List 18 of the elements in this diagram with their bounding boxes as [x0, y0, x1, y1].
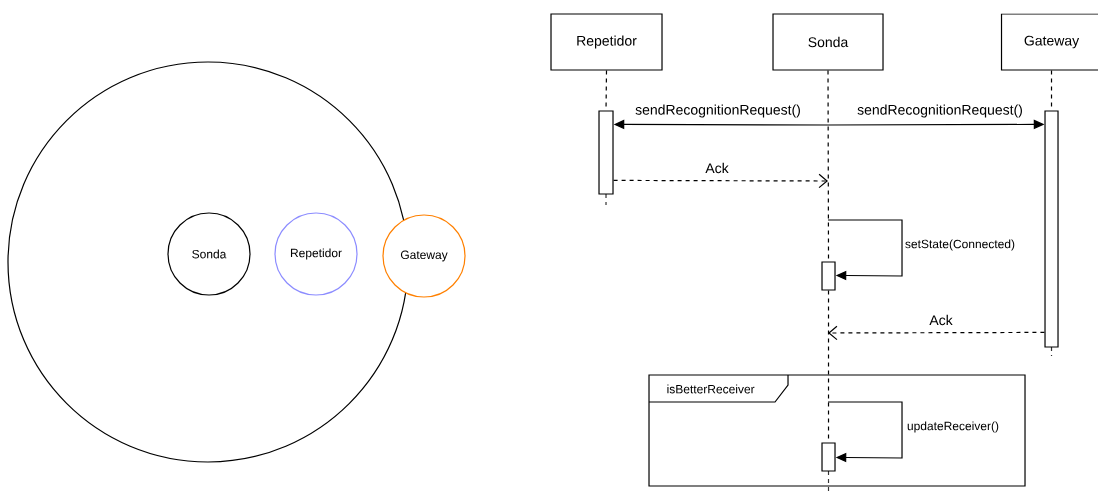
message-arrow — [828, 325, 1045, 341]
lifeline — [827, 70, 830, 262]
lifeline-header: Gateway — [1000, 13, 1098, 71]
message-label: sendRecognitionRequest() — [633, 103, 803, 119]
activation-bar — [821, 261, 836, 291]
message-label: sendRecognitionRequest() — [855, 103, 1025, 119]
activation-bar — [821, 442, 836, 472]
activation-bar — [1044, 110, 1059, 348]
message-label: Ack — [928, 313, 954, 327]
activation-bar — [598, 110, 614, 195]
message-arrow — [613, 173, 828, 189]
lifeline-header: Repetidor — [550, 13, 663, 71]
message-label: setState(Connected) — [903, 238, 1017, 252]
lifeline-header: Sonda — [772, 13, 884, 71]
message-label: Ack — [704, 161, 730, 175]
self-message-arrow — [827, 401, 903, 463]
self-message-arrow — [827, 219, 903, 281]
message-label: updateReceiver() — [905, 420, 1001, 434]
